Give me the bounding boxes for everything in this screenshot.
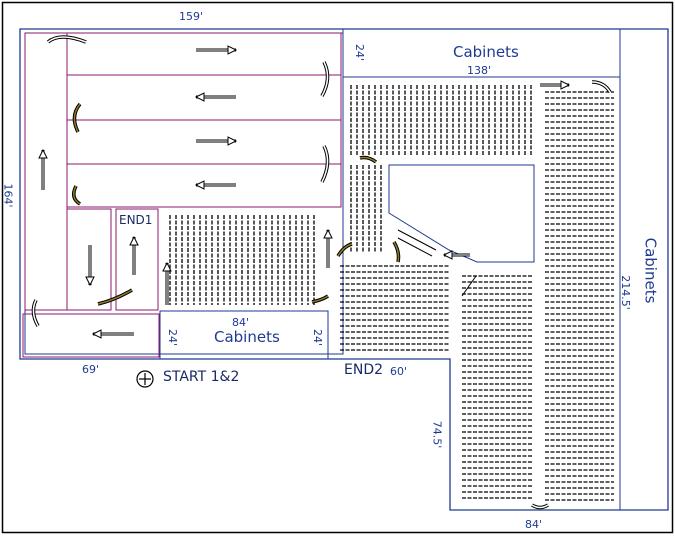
rack-lines — [169, 85, 614, 501]
cabinets-top-width-label: 138' — [467, 64, 492, 77]
arrow-left-row2-head — [194, 92, 205, 102]
arrow-right-top-head — [560, 80, 571, 90]
turn-arrows — [31, 35, 612, 510]
cabinets-bottom-width-label: 84' — [232, 316, 250, 329]
cabinets-bottom-left-dim: 24' — [166, 328, 180, 347]
turn-mid-gold — [337, 243, 353, 257]
center-dim-label: 74.5' — [430, 420, 444, 449]
cabinets-bottom-label: Cabinets — [214, 328, 280, 346]
turn-left-gold-1 — [73, 103, 81, 133]
turn-top-right — [591, 81, 611, 93]
turn-top-left — [47, 36, 87, 43]
right-dim-label: 214.5' — [618, 275, 632, 310]
cabinets-bottom-right-dim: 24' — [311, 328, 325, 347]
cabinets-top-dim-left: 24' — [353, 43, 367, 62]
top-width-label: 159' — [179, 10, 204, 23]
left-height-label: 164' — [1, 183, 15, 208]
center-divider — [461, 275, 477, 297]
diagonal-line — [397, 229, 437, 251]
cabinets-top-label: Cabinets — [453, 43, 519, 61]
center-block — [388, 164, 535, 263]
end1-label: END1 — [119, 213, 153, 227]
turn-bottom-right — [531, 504, 549, 509]
start-label: START 1&2 — [163, 369, 240, 385]
start-marker-icon — [136, 370, 154, 388]
diagonal-line — [397, 237, 433, 257]
arrow-up-left-head — [38, 148, 48, 159]
turn-left-gold-2 — [73, 185, 81, 205]
arrow-left-bottom-head — [91, 329, 102, 339]
arrow-up-lower-head — [162, 261, 172, 272]
arrow-up-end1-head — [129, 235, 139, 246]
turn-right-2 — [321, 145, 329, 183]
end2-label: END2 — [344, 362, 384, 378]
direction-arrows — [38, 45, 571, 339]
arrow-right-row1-head — [227, 45, 238, 55]
turn-diag-gold — [393, 241, 400, 263]
arrow-left-row4-head — [194, 180, 205, 190]
turn-bottom-left — [32, 299, 39, 327]
arrow-up-right-lower-head — [323, 228, 333, 239]
arrow-diagonal-head — [442, 250, 453, 260]
building-outline — [19, 28, 669, 511]
turn-end1-gold — [97, 289, 133, 305]
bottom-left-label: 69' — [82, 363, 100, 376]
aisle-rows — [22, 32, 342, 358]
turn-mid-top-gold — [359, 156, 377, 163]
turn-lower-gold — [311, 295, 329, 303]
cabinets-bottom-box — [159, 310, 329, 360]
bottom-right-dim-label: 84' — [525, 518, 543, 531]
arrow-right-row3-head — [227, 136, 238, 146]
cabinets-right-label: Cabinets — [641, 237, 660, 304]
arrow-down-end1-head — [85, 276, 95, 287]
turn-mid-gold — [336, 242, 353, 257]
turn-right-1 — [321, 61, 329, 97]
end2-dim-label: 60' — [390, 365, 408, 378]
cabinets-right-box — [619, 28, 669, 511]
